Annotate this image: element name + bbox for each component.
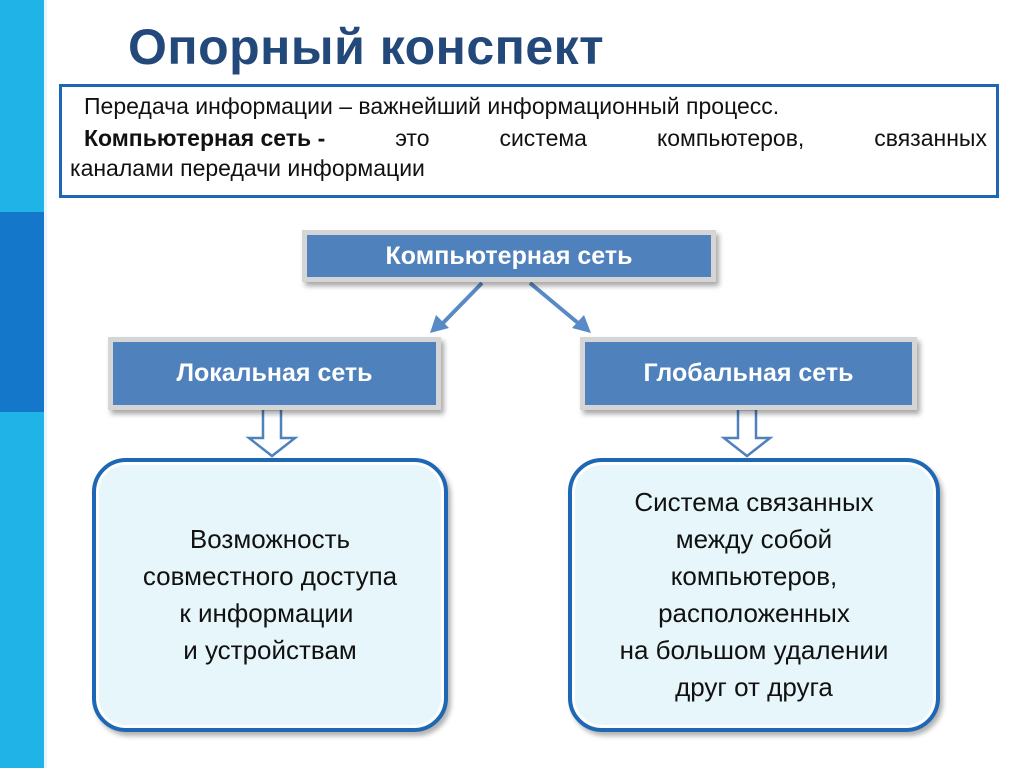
accent-stripe-top [0, 0, 44, 212]
definition-box: Передача информации – важнейший информац… [59, 84, 999, 198]
node-computer-network: Компьютерная сеть [302, 230, 716, 282]
description-line: друг от друга [675, 672, 833, 702]
local-description-text: Возможность совместного доступа к информ… [143, 521, 397, 669]
definition-line-2: Компьютерная сеть - это система компьюте… [84, 125, 987, 152]
description-line: и устройствам [183, 635, 357, 665]
description-line: расположенных [658, 598, 850, 628]
description-line: компьютеров, [670, 561, 838, 591]
slide-title: Опорный конспект [128, 19, 605, 75]
definition-term: Компьютерная сеть - [84, 125, 326, 151]
accent-stripe-middle [0, 212, 44, 412]
accent-stripe-edge [44, 0, 47, 768]
accent-stripe-bottom [0, 412, 44, 768]
definition-word: компьютеров, [656, 125, 805, 151]
definition-line-3: каналами передачи информации [70, 155, 425, 181]
definition-word: связанных [874, 125, 987, 151]
block-arrow-local [245, 407, 299, 458]
description-line: совместного доступа [142, 561, 398, 591]
arrow-to-global [528, 281, 591, 333]
global-description-text: Система связанных между собой компьютеро… [620, 484, 889, 706]
local-network-description: Возможность совместного доступа к информ… [92, 458, 448, 732]
node-local-network: Локальная сеть [108, 337, 441, 410]
definition-line-1: Передача информации – важнейший информац… [84, 93, 780, 119]
node-global-network: Глобальная сеть [580, 337, 917, 410]
description-line: на большом удалении [619, 635, 889, 665]
description-line: Возможность [189, 524, 351, 554]
description-line: к информации [179, 598, 361, 628]
definition-word: система [499, 125, 587, 151]
arrow-to-local [430, 281, 484, 333]
description-line: Система связанных [634, 487, 874, 517]
description-line: между собой [675, 524, 833, 554]
global-network-description: Система связанных между собой компьютеро… [568, 458, 940, 732]
block-arrow-global [720, 407, 774, 458]
definition-word: это [395, 125, 430, 151]
